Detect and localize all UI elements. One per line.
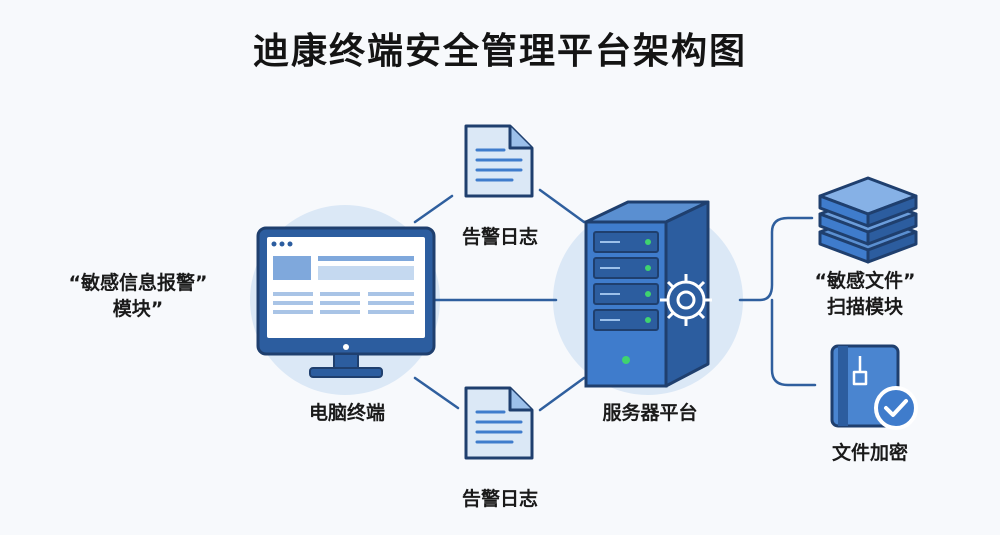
document-icon bbox=[464, 386, 534, 460]
connector-terminal-log-bottom bbox=[413, 376, 460, 410]
encrypt-label: 文件加密 bbox=[831, 442, 908, 464]
server-gear-icon bbox=[584, 200, 712, 388]
log-top-label: 告警日志 bbox=[461, 226, 538, 248]
desktop-monitor-icon bbox=[256, 226, 436, 378]
scan-module-label-line2: 扫描模块 bbox=[826, 296, 903, 318]
alarm-module-label: “敏感信息报警” 模块” bbox=[38, 270, 238, 322]
connector-server-bracket bbox=[738, 216, 817, 387]
log-bottom-label: 告警日志 bbox=[461, 488, 538, 510]
scan-module-label-line1: “敏感文件” bbox=[814, 270, 916, 292]
connector-terminal-log-top bbox=[413, 194, 454, 224]
connector-log-top-server bbox=[538, 188, 586, 224]
alarm-module-label-line1: “敏感信息报警” bbox=[68, 272, 208, 294]
terminal-label: 电脑终端 bbox=[308, 402, 385, 424]
server-label: 服务器平台 bbox=[602, 402, 698, 424]
connector-log-bottom-server bbox=[538, 376, 586, 412]
diagram-title: 迪康终端安全管理平台架构图 bbox=[252, 31, 747, 72]
connectors bbox=[413, 188, 817, 412]
document-icon bbox=[464, 124, 534, 198]
scan-module-label: “敏感文件” 扫描模块 bbox=[800, 268, 930, 320]
stack-layers-icon bbox=[818, 176, 918, 264]
secure-file-check-icon bbox=[830, 344, 918, 430]
alarm-module-label-line2: 模块” bbox=[112, 298, 164, 320]
